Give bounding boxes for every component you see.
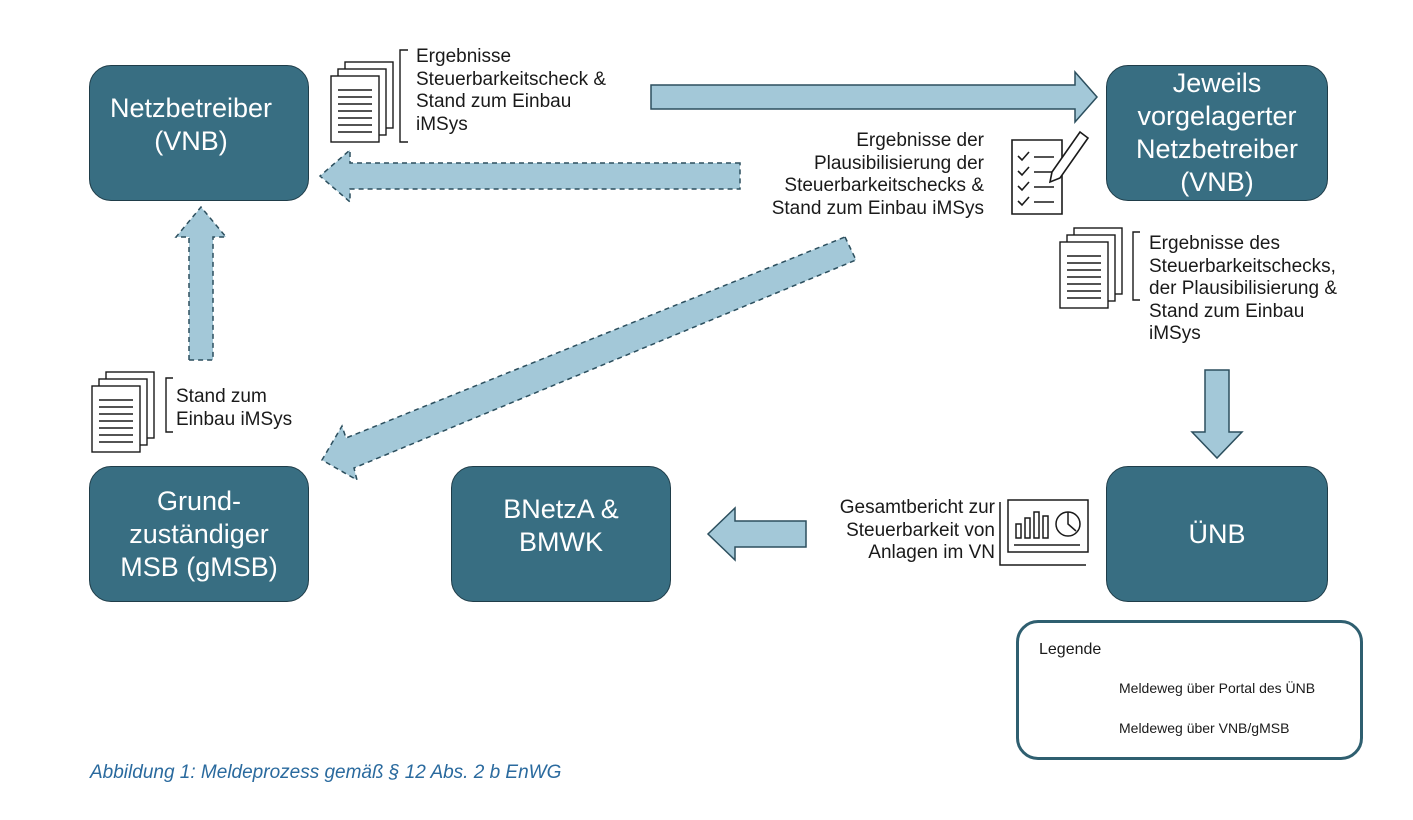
label-total-report: Gesamtbericht zur Steuerbarkeit von Anla… xyxy=(839,497,995,563)
legend-dashed-label: Meldeweg über VNB/gMSB xyxy=(1119,720,1290,736)
arrow-dashed-gmsb-to-vnb xyxy=(174,205,228,361)
label-plausibility-results: Ergebnisse der Plausibilisierung der Ste… xyxy=(771,130,984,219)
node-label: Grund- zuständiger MSB (gMSB) xyxy=(120,485,278,582)
node-gmsb: Grund- zuständiger MSB (gMSB) xyxy=(89,466,309,602)
arrow-solid-upstream-to-uenb xyxy=(1190,369,1244,460)
node-uenb: ÜNB xyxy=(1106,466,1328,602)
node-label: Netzbetreiber (VNB) xyxy=(109,93,273,156)
arrow-dashed-upstream-to-gmsb xyxy=(320,236,858,482)
figure-caption: Abbildung 1: Meldeprozess gemäß § 12 Abs… xyxy=(90,762,562,783)
arrow-solid-vnb-to-upstream xyxy=(650,70,1098,124)
document-stack-icon xyxy=(91,371,173,453)
node-upstream-vnb: Jeweils vorgelagerter Netzbetreiber (VNB… xyxy=(1106,65,1328,201)
node-label: ÜNB xyxy=(1188,518,1246,549)
node-label: Jeweils vorgelagerter Netzbetreiber (VNB… xyxy=(1135,68,1299,197)
node-bnetza-bmwk: BNetzA & BMWK xyxy=(451,466,671,602)
label-installation-status: Stand zum Einbau iMSys xyxy=(176,386,293,430)
document-stack-icon xyxy=(1059,227,1140,309)
arrow-dashed-upstream-to-vnb xyxy=(318,148,741,204)
arrow-solid-uenb-to-bnetza xyxy=(706,506,807,562)
node-netzbetreiber-vnb: Netzbetreiber (VNB) xyxy=(89,65,309,201)
legend-solid-label: Meldeweg über Portal des ÜNB xyxy=(1119,680,1316,696)
legend: Legende Meldeweg über Portal des ÜNB Mel… xyxy=(1016,620,1363,760)
node-label: BNetzA & BMWK xyxy=(503,494,619,557)
legend-title: Legende xyxy=(1039,641,1102,658)
label-results-combined: Ergebnisse des Steuerbarkeitschecks, der… xyxy=(1149,233,1337,344)
label-results-check: Ergebnisse Steuerbarkeitscheck & Stand z… xyxy=(416,46,607,135)
document-stack-icon xyxy=(330,49,408,143)
report-chart-icon xyxy=(999,499,1089,566)
checklist-pencil-icon xyxy=(1011,130,1090,215)
